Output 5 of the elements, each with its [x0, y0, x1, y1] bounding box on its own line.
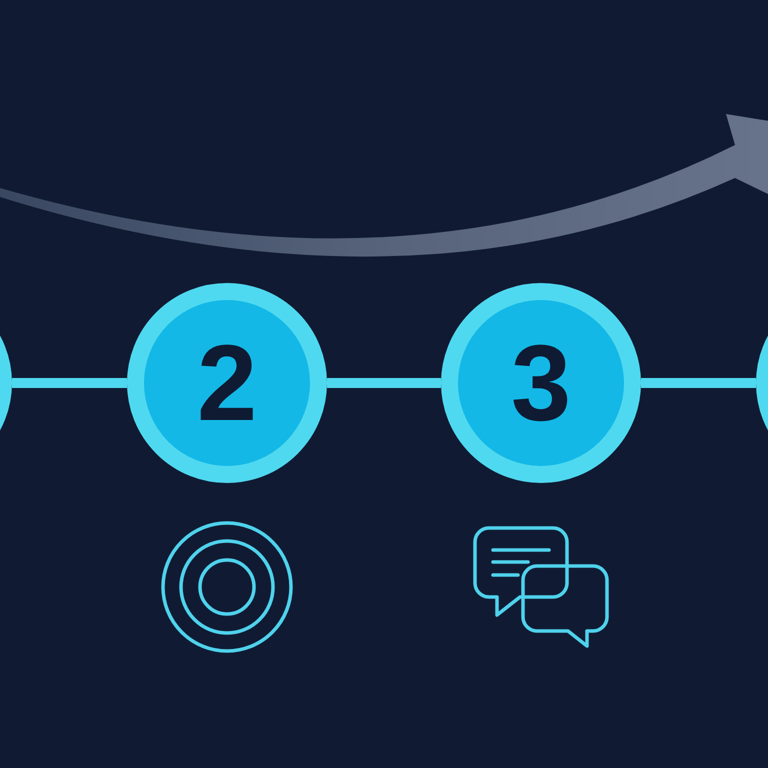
connector-line [327, 378, 441, 388]
connector-line [641, 378, 756, 388]
connector-line [12, 378, 127, 388]
step-number: 3 [510, 329, 572, 437]
step-number: 2 [196, 329, 258, 437]
